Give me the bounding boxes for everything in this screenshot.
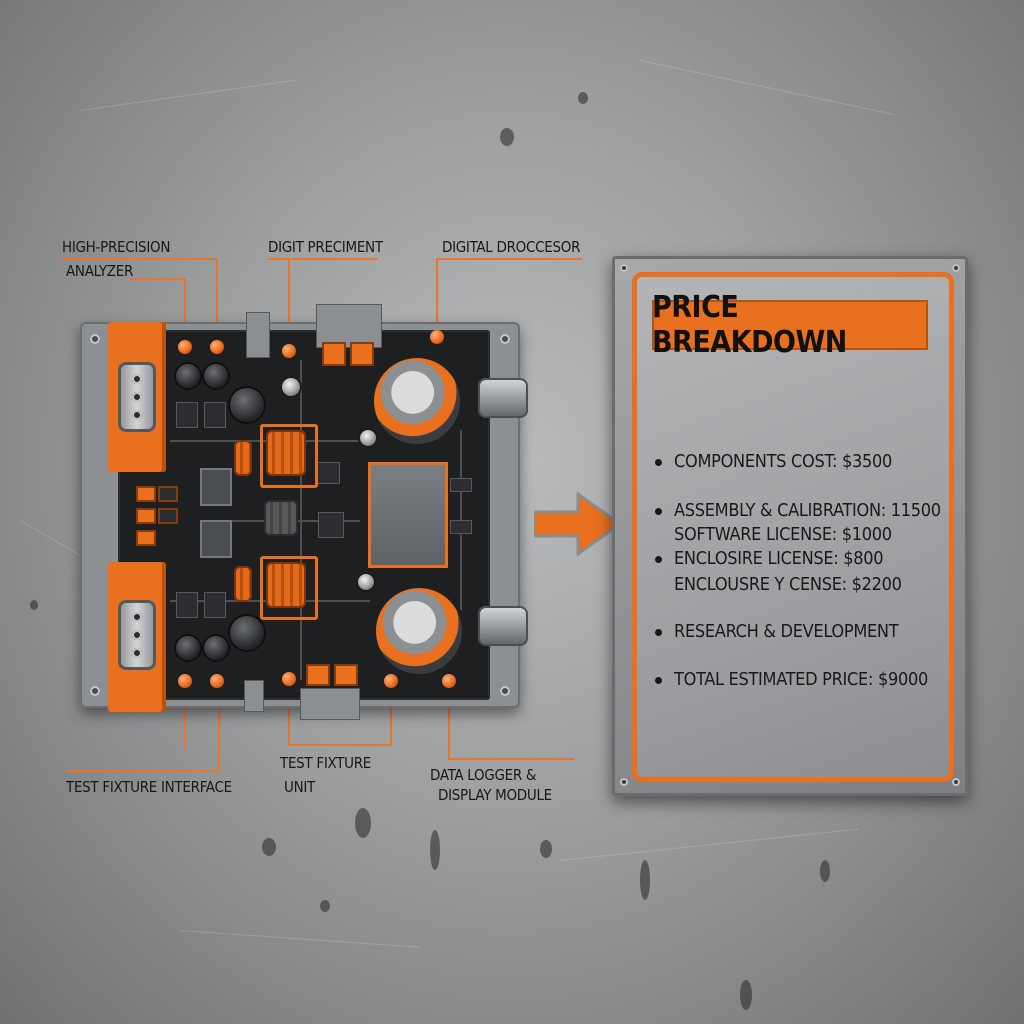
header-connector xyxy=(306,664,330,686)
terminal-knob-bottom xyxy=(478,606,528,646)
callout-label-line2: DISPLAY MODULE xyxy=(438,786,552,804)
price-item-enclousre: ENCLOUSRE Y CENSE: $2200 xyxy=(674,574,902,595)
screw-icon xyxy=(952,264,960,272)
screw-icon xyxy=(620,264,628,272)
callout-label-line1: TEST FIXTURE xyxy=(280,754,371,772)
dsub-connector xyxy=(118,362,156,432)
dsub-connector xyxy=(118,600,156,670)
price-item-components: COMPONENTS COST: $3500 xyxy=(674,451,893,472)
inductor-coil xyxy=(264,500,298,536)
mount-hole xyxy=(500,334,510,344)
callout-label-line1: HIGH-PRECISION xyxy=(62,238,171,256)
price-item-enclosire: ENCLOSIRE LICENSE: $800 xyxy=(674,548,884,569)
inductor-coil xyxy=(266,430,306,476)
callout-digit-preciment: DIGIT PRECIMENT xyxy=(268,238,383,256)
callout-high-precision-analyzer: HIGH-PRECISION ANALYZER xyxy=(62,238,170,280)
mount-hole xyxy=(500,686,510,696)
callout-label-line2: ANALYZER xyxy=(66,262,134,280)
power-inductor-top xyxy=(374,358,460,444)
callout-label-line1: DIGIT PRECIMENT xyxy=(268,238,383,256)
arrow-right-icon xyxy=(534,492,623,556)
callout-label-line1: DATA LOGGER & xyxy=(430,766,537,784)
callout-test-fixture-unit: TEST FIXTURE UNIT xyxy=(280,754,371,796)
inductor-coil-small xyxy=(234,566,252,602)
connector-block-top xyxy=(108,322,166,472)
inductor-frame xyxy=(260,424,318,488)
callout-label-line1: DIGITAL DROCCESOR xyxy=(442,238,581,256)
header-connector xyxy=(350,342,374,366)
bullet-icon xyxy=(655,459,662,466)
connector-block-bottom xyxy=(108,562,166,712)
screw-icon xyxy=(620,778,628,786)
price-item-research: RESEARCH & DEVELOPMENT xyxy=(674,621,899,642)
callout-digital-droccesor: DIGITAL DROCCESOR xyxy=(442,238,580,256)
header-connector xyxy=(322,342,346,366)
inductor-coil-small xyxy=(234,440,252,476)
callout-test-fixture-interface: TEST FIXTURE INTERFACE xyxy=(66,778,232,796)
callout-label-line2: UNIT xyxy=(284,778,315,796)
price-item-total: TOTAL ESTIMATED PRICE: $9000 xyxy=(674,669,928,690)
bullet-icon xyxy=(655,677,662,684)
inductor-coil xyxy=(266,562,306,608)
screw-icon xyxy=(952,778,960,786)
callout-data-logger: DATA LOGGER & DISPLAY MODULE xyxy=(430,766,552,804)
price-breakdown-panel xyxy=(632,272,954,782)
bullet-icon xyxy=(655,629,662,636)
bullet-icon xyxy=(655,556,662,563)
header-connector xyxy=(334,664,358,686)
price-item-software: SOFTWARE LICENSE: $1000 xyxy=(674,524,892,545)
price-breakdown-title: PRICE BREAKDOWN xyxy=(652,290,928,360)
price-item-assembly: ASSEMBLY & CALIBRATION: 11500 xyxy=(674,500,941,521)
inductor-frame xyxy=(260,556,318,620)
transformer xyxy=(368,462,448,568)
callout-label-line1: TEST FIXTURE INTERFACE xyxy=(66,778,232,796)
power-inductor-bottom xyxy=(376,588,462,674)
mount-hole xyxy=(90,334,100,344)
bullet-icon xyxy=(655,508,662,515)
mount-hole xyxy=(90,686,100,696)
terminal-knob-top xyxy=(478,378,528,418)
